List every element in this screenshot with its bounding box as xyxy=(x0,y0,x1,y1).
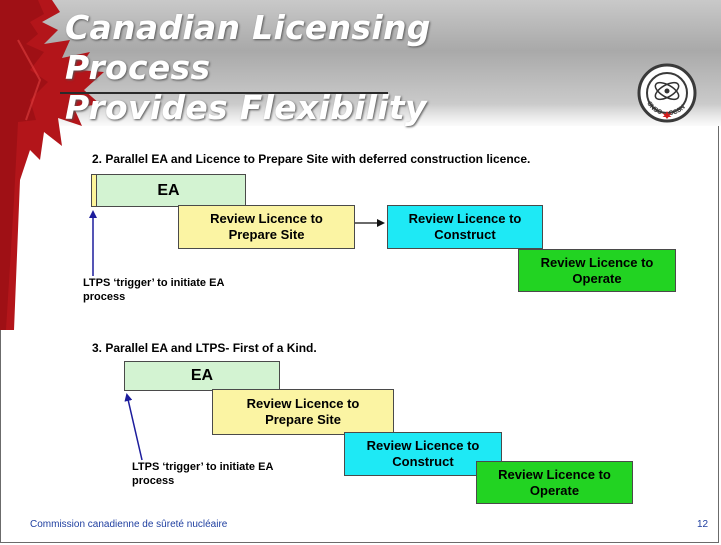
scenario-2-ea-box: EA xyxy=(91,174,246,207)
scenario-2-operate-box: Review Licence to Operate xyxy=(518,249,676,292)
page-title: Canadian Licensing Process Provides Flex… xyxy=(65,8,585,128)
title-line-2: Provides Flexibility xyxy=(65,88,427,127)
maple-leaf-icon xyxy=(0,0,104,330)
scenario-2-prepare-site-box: Review Licence to Prepare Site xyxy=(178,205,355,249)
title-line-1: Canadian Licensing Process xyxy=(65,8,431,87)
footer-organization: Commission canadienne de sûreté nucléair… xyxy=(30,519,228,530)
scenario-2-trigger-line-1: LTPS ‘trigger’ to initiate EA xyxy=(83,277,225,289)
scenario-2-trigger-line-2: process xyxy=(83,291,126,303)
scenario-2-ea-label: EA xyxy=(157,181,180,199)
scenario-3-operate-line-2: Operate xyxy=(529,482,580,498)
scenario-3-ea-box: EA xyxy=(124,361,280,391)
scenario-2-construct-box: Review Licence to Construct xyxy=(387,205,543,249)
footer-page-number: 12 xyxy=(697,519,709,530)
scenario-2-construct-line-1: Review Licence to xyxy=(408,211,522,226)
scenario-3-ea-label: EA xyxy=(190,367,214,384)
scenario-2-operate-line-2: Operate xyxy=(572,270,622,286)
scenario-2-ltps-marker xyxy=(91,174,97,207)
scenario-2-trigger-label: LTPS ‘trigger’ to initiate EA process xyxy=(83,276,293,304)
title-band xyxy=(38,0,721,126)
scenario-2-construct-line-2: Construct xyxy=(434,227,496,242)
scenario-3-operate-line-1: Review Licence to xyxy=(498,466,611,482)
scenario-3-prepare-line-1: Review Licence to xyxy=(246,396,360,411)
scenario-3-construct-line-2: Construct xyxy=(392,454,454,469)
scenario-3-construct-line-1: Review Licence to xyxy=(366,438,480,453)
scenario-3-trigger-line-2: process xyxy=(132,475,175,487)
scenario-2-heading: 2. Parallel EA and Licence to Prepare Si… xyxy=(92,152,531,166)
scenario-2-prepare-line-2: Prepare Site xyxy=(228,227,305,242)
scenario-3-operate-box: Review Licence to Operate xyxy=(476,461,633,504)
scenario-3-trigger-label: LTPS ‘trigger’ to initiate EA process xyxy=(132,460,342,488)
scenario-3-construct-box: Review Licence to Construct xyxy=(344,432,502,476)
scenario-2-operate-line-1: Review Licence to xyxy=(540,254,654,270)
title-underline xyxy=(60,92,388,94)
scenario-3-heading: 3. Parallel EA and LTPS- First of a Kind… xyxy=(92,341,317,355)
scenario-3-prepare-site-box: Review Licence to Prepare Site xyxy=(212,389,394,435)
scenario-2-prepare-line-1: Review Licence to xyxy=(210,211,323,226)
scenario-3-prepare-line-2: Prepare Site xyxy=(265,412,341,427)
scenario-3-trigger-line-1: LTPS ‘trigger’ to initiate EA xyxy=(132,461,274,473)
